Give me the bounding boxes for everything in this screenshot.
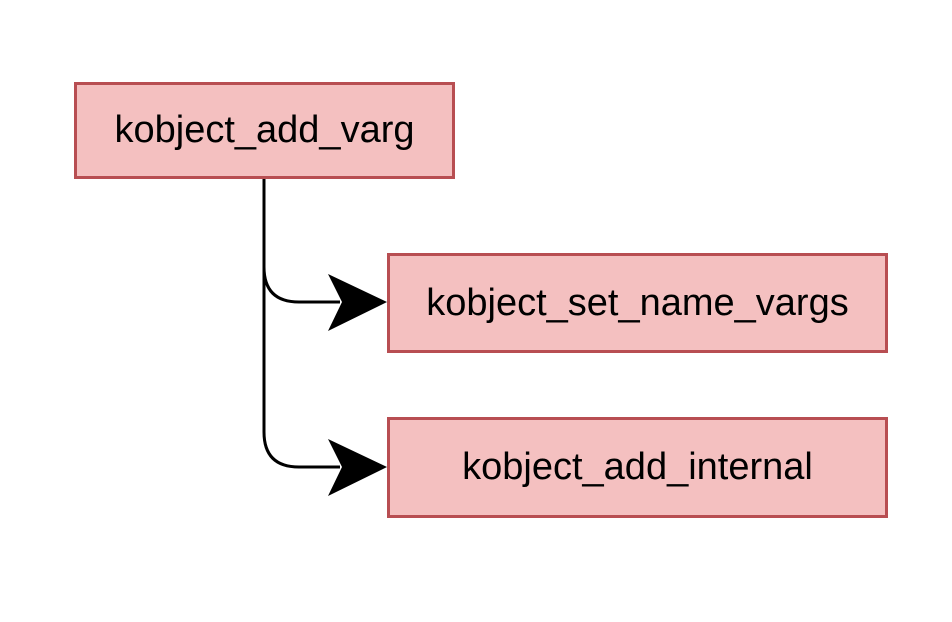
node-label: kobject_add_internal — [462, 446, 813, 488]
arrowhead-kobject-add-internal — [328, 439, 387, 496]
edge-root-to-kobject-add-internal — [262, 267, 340, 469]
edge-root-to-kobject-set-name-vargs — [262, 179, 340, 304]
node-kobject-add-varg: kobject_add_varg — [74, 82, 455, 179]
node-label: kobject_set_name_vargs — [426, 281, 849, 324]
node-kobject-set-name-vargs: kobject_set_name_vargs — [387, 253, 888, 353]
arrowhead-kobject-set-name-vargs — [328, 274, 387, 331]
node-kobject-add-internal: kobject_add_internal — [387, 417, 888, 518]
node-label: kobject_add_varg — [114, 109, 415, 151]
